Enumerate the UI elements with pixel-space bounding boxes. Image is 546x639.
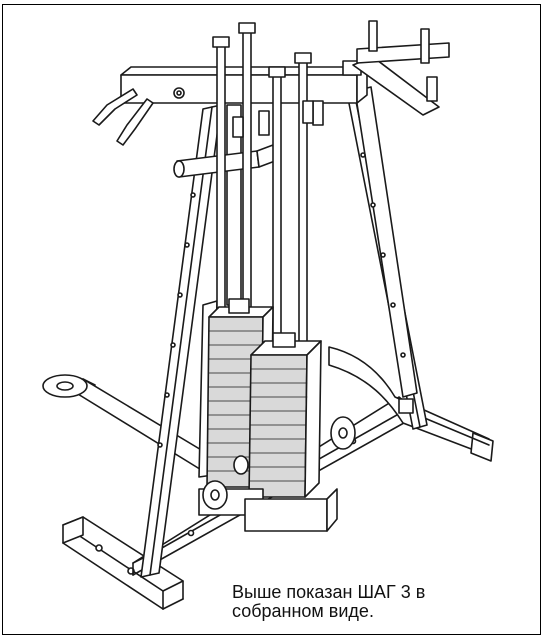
caption-line-1: Выше показан ШАГ 3 в [232,582,426,602]
instruction-figure-frame: Выше показан ШАГ 3 в собранном виде. [2,4,541,635]
caption: Выше показан ШАГ 3 в собранном виде. [232,583,532,621]
small-brackets [232,100,414,414]
stack-pulleys [202,416,356,510]
right-weight-stack [248,332,322,498]
top-handle [352,20,450,116]
caption-line-2: собранном виде. [232,601,374,621]
left-base-leg [42,374,214,472]
left-hooks [92,88,154,146]
weight-machine-assembly-drawing [42,20,494,610]
left-front-upright [140,104,222,578]
